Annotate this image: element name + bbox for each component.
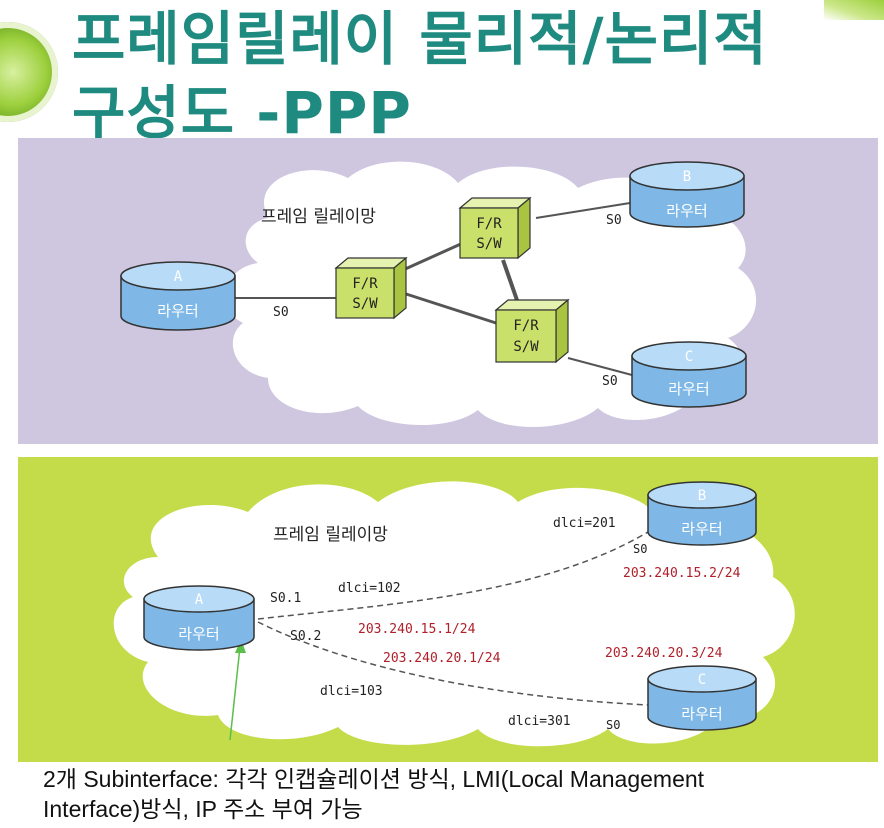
arrow-line (229, 646, 241, 741)
caption-line-2: Interface)방식, IP 주소 부여 가능 (43, 796, 363, 822)
dlci-a-to-c: dlci=103 (320, 684, 383, 699)
router-a-name: A (174, 269, 183, 285)
router-a: A 라우터 (143, 585, 255, 651)
pvc-a-c (257, 621, 649, 706)
router-b: B 라우터 (647, 481, 757, 546)
router-b-name: B (683, 169, 691, 185)
ip-c: 203.240.20.3/24 (605, 646, 723, 661)
router-b: B 라우터 (629, 161, 745, 228)
physical-diagram-panel: 프레임 릴레이망 A 라우터 S0 B 라우터 S0 C 라우터 (18, 138, 878, 444)
router-a-label: 라우터 (157, 302, 198, 320)
fr-switch-2: F/R S/W (458, 196, 532, 260)
link-sw1-sw3 (402, 291, 497, 325)
router-a-port: S0 (273, 305, 289, 320)
router-b-port: S0 (633, 542, 647, 556)
router-b-name: B (698, 488, 706, 504)
link-sw2-b (535, 202, 631, 219)
router-a-name: A (195, 592, 204, 608)
pvc-a-b (257, 531, 649, 620)
link-sw3-c (567, 357, 633, 376)
router-c-label: 라우터 (681, 705, 722, 723)
fr-switch-1-line1: F/R (352, 276, 378, 292)
router-c: C 라우터 (647, 665, 757, 731)
router-c-port: S0 (602, 374, 618, 389)
ip-a-s0-2: 203.240.20.1/24 (383, 651, 501, 666)
fr-switch-3-line2: S/W (513, 339, 539, 355)
fr-switch-2-line1: F/R (476, 216, 502, 232)
fr-switch-3-line1: F/R (513, 318, 539, 334)
network-label: 프레임 릴레이망 (273, 525, 388, 545)
router-c-port: S0 (606, 718, 620, 732)
dlci-c: dlci=301 (508, 714, 571, 729)
subinterface-s0-2: S0.2 (290, 629, 321, 644)
network-cloud (113, 481, 795, 747)
router-a: A 라우터 (120, 261, 236, 331)
dlci-b: dlci=201 (553, 516, 616, 531)
slide-title: 프레임릴레이 물리적/논리적 구성도 -PPP (72, 2, 872, 150)
router-c-label: 라우터 (668, 380, 709, 398)
bullet-circle-decoration (0, 22, 58, 122)
router-c-name: C (698, 672, 706, 688)
network-cloud (225, 161, 757, 428)
router-b-port: S0 (606, 213, 622, 228)
fr-switch-1: F/R S/W (334, 256, 408, 320)
link-sw1-sw2 (402, 241, 464, 272)
logical-diagram: 프레임 릴레이망 A 라우터 B 라우터 S0 C 라우터 S0 (113, 481, 795, 747)
network-label: 프레임 릴레이망 (261, 207, 376, 227)
dlci-a-to-b: dlci=102 (338, 581, 401, 596)
title-line-2: 구성도 -PPP (72, 79, 412, 147)
logical-diagram-panel: 프레임 릴레이망 A 라우터 B 라우터 S0 C 라우터 S0 (18, 457, 878, 762)
router-a-label: 라우터 (178, 625, 219, 643)
corner-decoration (824, 0, 884, 20)
physical-diagram: 프레임 릴레이망 A 라우터 S0 B 라우터 S0 C 라우터 (120, 161, 757, 428)
router-c-name: C (685, 349, 693, 365)
link-sw2-sw3 (501, 259, 520, 304)
fr-switch-3: F/R S/W (494, 298, 570, 364)
router-b-label: 라우터 (681, 520, 722, 538)
ip-a-s0-1: 203.240.15.1/24 (358, 622, 476, 637)
fr-switch-2-line2: S/W (476, 236, 502, 252)
router-b-label: 라우터 (666, 202, 707, 220)
fr-switch-1-line2: S/W (352, 296, 378, 312)
title-line-1: 프레임릴레이 물리적/논리적 (72, 5, 768, 73)
slide-caption: 2개 Subinterface: 각각 인캡슐레이션 방식, LMI(Local… (43, 764, 863, 824)
subinterface-s0-1: S0.1 (270, 591, 301, 606)
caption-line-1: 2개 Subinterface: 각각 인캡슐레이션 방식, LMI(Local… (43, 766, 705, 792)
router-c: C 라우터 (631, 341, 747, 408)
ip-b: 203.240.15.2/24 (623, 566, 741, 581)
